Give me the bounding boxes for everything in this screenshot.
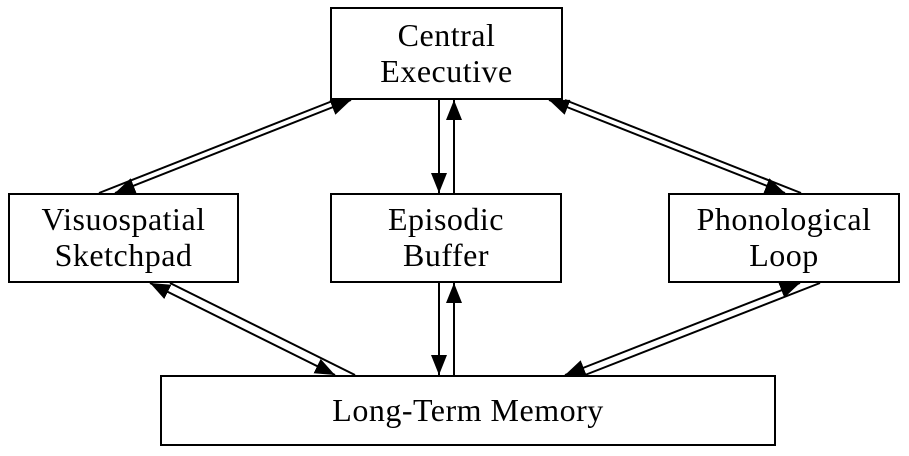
- box-visuospatial-sketchpad: Visuospatial Sketchpad: [8, 193, 239, 283]
- box-label-line: Buffer: [403, 237, 489, 273]
- connector-vs-ltm-parallel-line: [169, 282, 356, 376]
- box-label-line: Episodic: [388, 201, 504, 238]
- box-label-line: Phonological: [696, 201, 872, 238]
- box-phonological-loop: Phonological Loop: [668, 193, 900, 283]
- box-label-line: Loop: [749, 237, 819, 273]
- box-label-line: Visuospatial: [41, 201, 206, 238]
- box-label-line: Central: [397, 16, 496, 53]
- connector-ce-pl-double-arrow: [548, 99, 786, 194]
- connector-ce-vs-double-arrow: [114, 99, 352, 194]
- box-long-term-memory: Long-Term Memory: [160, 375, 776, 446]
- connector-pl-ltm-double-arrow: [564, 282, 801, 376]
- box-episodic-buffer: Episodic Buffer: [330, 193, 562, 283]
- connector-ce-vs-parallel-line: [98, 99, 336, 194]
- connector-vs-ltm-double-arrow: [149, 282, 336, 376]
- connector-pl-ltm-parallel-line: [584, 282, 821, 376]
- box-label-line: Executive: [380, 52, 513, 89]
- box-label-line: Long-Term Memory: [332, 391, 604, 428]
- box-central-executive: Central Executive: [330, 7, 563, 100]
- box-label-line: Sketchpad: [54, 237, 193, 273]
- connector-ce-pl-parallel-line: [564, 99, 802, 194]
